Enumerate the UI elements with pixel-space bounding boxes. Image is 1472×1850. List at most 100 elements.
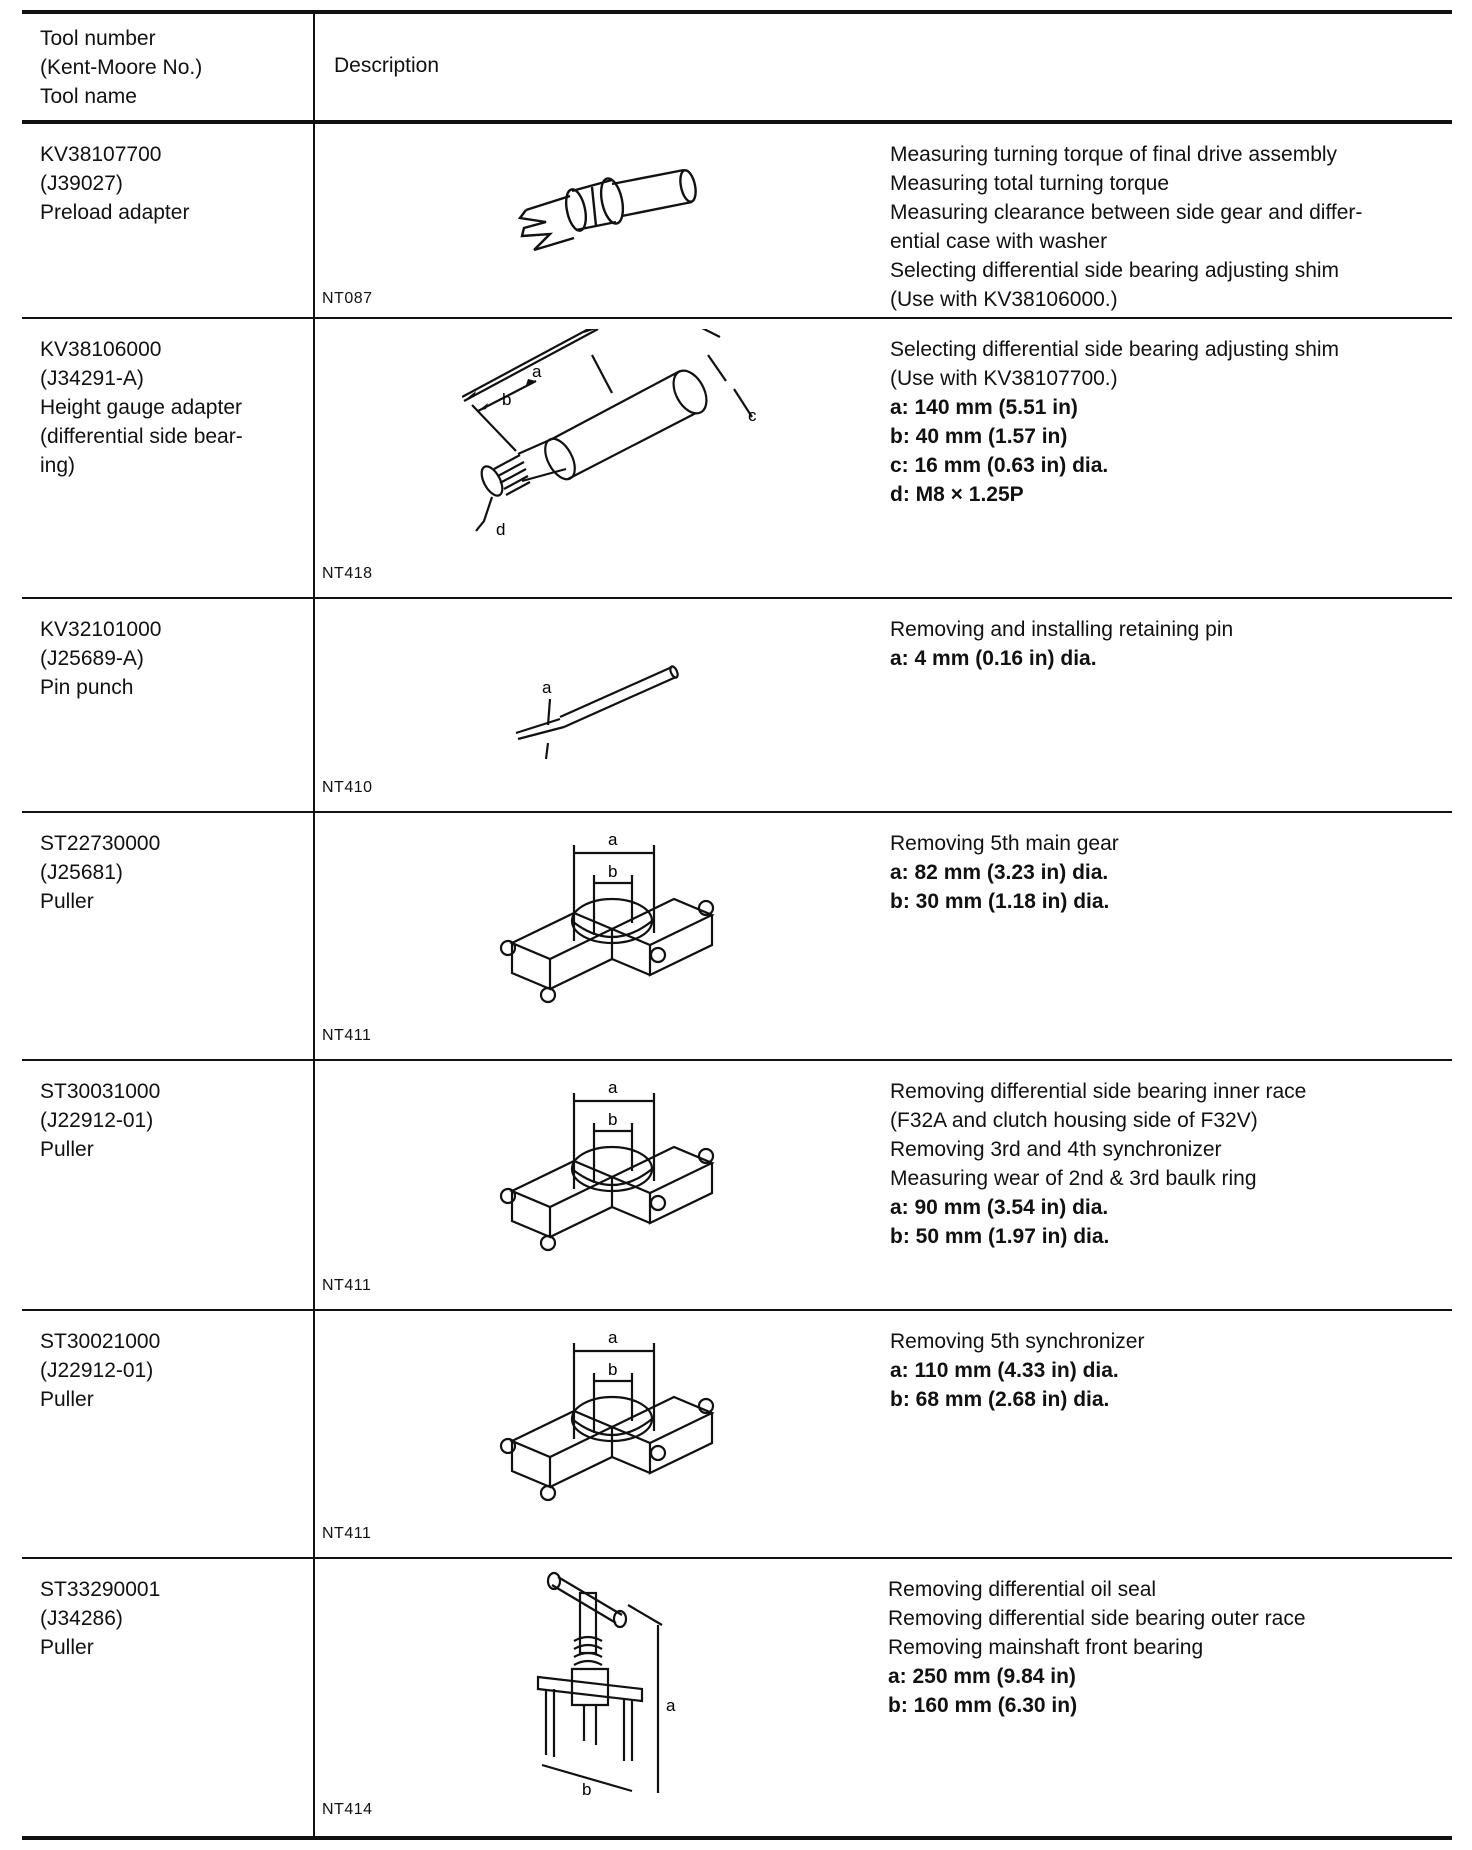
tool-number: KV32101000 [40, 618, 162, 641]
description-line: (Use with KV38106000.) [890, 288, 1118, 311]
dimension-label: b [608, 1110, 617, 1129]
tool-name: Preload adapter [40, 201, 190, 224]
table-row: ST22730000 (J25681) Puller [22, 813, 1452, 1061]
tool-description: Removing 5th synchronizer a: 110 mm (4.3… [890, 1327, 1144, 1414]
tool-number: KV38106000 [40, 338, 162, 361]
kent-moore-number: (J39027) [40, 172, 123, 195]
description-line: ential case with washer [890, 230, 1108, 253]
tool-number: ST33290001 [40, 1578, 161, 1601]
illustration-code: NT087 [322, 290, 373, 307]
row-divider [22, 1059, 1452, 1061]
tool-id-cell: ST30021000 (J22912-01) Puller [40, 1327, 160, 1414]
tool-id-cell: KV32101000 (J25689-A) Pin punch [40, 615, 161, 702]
description-line: Measuring total turning torque [890, 172, 1169, 195]
tool-description: Measuring turning torque of final drive … [890, 140, 1362, 314]
tool-number: ST30021000 [40, 1330, 161, 1353]
dimension-label: a [608, 1328, 618, 1347]
column-divider [313, 10, 315, 1840]
dimension-label: b [608, 1360, 617, 1379]
tool-description: Removing 5th main gear a: 82 mm (3.23 in… [890, 829, 1119, 916]
header-description: Description [334, 54, 440, 77]
kent-moore-number: (J34286) [40, 1607, 123, 1630]
dimension-label: d [496, 520, 505, 539]
tool-number: ST22730000 [40, 832, 161, 855]
kent-moore-number: (J22912-01) [40, 1359, 154, 1382]
table-row: ST30031000 (J22912-01) Puller [22, 1061, 1452, 1311]
spec-line: d: M8 × 1.25P [890, 483, 1024, 506]
kent-moore-number: (J25689-A) [40, 647, 144, 670]
description-line: Removing and installing retaining pin [890, 618, 1234, 641]
description-line: Removing 5th main gear [890, 832, 1119, 855]
tool-id-cell: ST22730000 (J25681) Puller [40, 829, 160, 916]
description-line: Measuring wear of 2nd & 3rd baulk ring [890, 1167, 1257, 1190]
description-line: Removing mainshaft front bearing [888, 1636, 1204, 1659]
spec-line: a: 110 mm (4.33 in) dia. [890, 1359, 1119, 1382]
description-line: Measuring turning torque of final drive … [890, 143, 1338, 166]
description-line: Removing differential oil seal [888, 1578, 1157, 1601]
row-divider [22, 1557, 1452, 1559]
preload-adapter-illustration [517, 168, 697, 252]
illustration-code: NT411 [322, 1027, 372, 1044]
dimension-label: a [608, 1078, 618, 1097]
pin-punch-illustration: a [515, 665, 679, 760]
tool-id-cell: KV38107700 (J39027) Preload adapter [40, 140, 189, 227]
description-line: Selecting differential side bearing adju… [890, 259, 1340, 282]
header-bottom-rule [22, 120, 1452, 124]
dimension-label: a [532, 362, 542, 381]
dimension-label: b [502, 390, 511, 409]
tool-number: KV38107700 [40, 143, 162, 166]
table-bottom-rule [22, 1836, 1452, 1840]
dimension-label: c [748, 406, 757, 425]
dimension-label: b [582, 1780, 591, 1795]
tool-number: ST30031000 [40, 1080, 161, 1103]
bearing-puller-illustration: a b [499, 830, 715, 1004]
spec-line: b: 68 mm (2.68 in) dia. [890, 1388, 1110, 1411]
spec-line: a: 140 mm (5.51 in) [890, 396, 1078, 419]
tool-id-cell: ST30031000 (J22912-01) Puller [40, 1077, 160, 1164]
kent-moore-number: (J34291-A) [40, 367, 144, 390]
tool-id-cell: ST33290001 (J34286) Puller [40, 1575, 160, 1662]
height-gauge-adapter-illustration: a b c d [462, 329, 757, 539]
dimension-label: a [542, 678, 552, 697]
description-line: Removing differential side bearing outer… [888, 1607, 1306, 1630]
tool-name: Puller [40, 1636, 94, 1659]
row-divider [22, 811, 1452, 813]
kent-moore-number: (J22912-01) [40, 1109, 154, 1132]
header-tool-name: Tool name [40, 85, 137, 108]
description-line: (Use with KV38107700.) [890, 367, 1118, 390]
spec-line: b: 30 mm (1.18 in) dia. [890, 890, 1110, 913]
tool-name: (differential side bear- [40, 425, 243, 448]
spec-line: b: 160 mm (6.30 in) [888, 1694, 1078, 1717]
table-row: ST30021000 (J22912-01) Puller [22, 1311, 1452, 1559]
tool-name: Pin punch [40, 676, 134, 699]
spec-line: a: 82 mm (3.23 in) dia. [890, 861, 1109, 884]
description-line: Measuring clearance between side gear an… [890, 201, 1363, 224]
header-tool-number: Tool number [40, 27, 156, 50]
description-line: Removing differential side bearing inner… [890, 1080, 1307, 1103]
bearing-puller-illustration: a b [499, 1328, 715, 1502]
spec-line: a: 4 mm (0.16 in) dia. [890, 647, 1097, 670]
description-line: Removing 3rd and 4th synchronizer [890, 1138, 1222, 1161]
row-divider [22, 1309, 1452, 1311]
table-top-rule [22, 10, 1452, 14]
dimension-label: b [608, 862, 617, 881]
illustration-code: NT410 [322, 779, 373, 796]
illustration-code: NT414 [322, 1801, 373, 1818]
tool-id-cell: KV38106000 (J34291-A) Height gauge adapt… [40, 335, 243, 480]
spec-line: b: 50 mm (1.97 in) dia. [890, 1225, 1110, 1248]
illustration-code: NT418 [322, 565, 373, 582]
tool-description: Removing differential side bearing inner… [890, 1077, 1306, 1251]
bearing-puller-illustration: a b [499, 1078, 715, 1252]
tool-name: Puller [40, 1388, 94, 1411]
gear-puller-illustration: a b [536, 1571, 676, 1795]
spec-line: a: 90 mm (3.54 in) dia. [890, 1196, 1109, 1219]
table-row: KV38106000 (J34291-A) Height gauge adapt… [22, 319, 1452, 599]
illustration-code: NT411 [322, 1525, 372, 1542]
description-line: Removing 5th synchronizer [890, 1330, 1145, 1353]
tool-description: Selecting differential side bearing adju… [890, 335, 1339, 509]
illustration-code: NT411 [322, 1277, 372, 1294]
tool-description: Removing and installing retaining pin a:… [890, 615, 1233, 673]
dimension-label: a [666, 1696, 676, 1715]
spec-line: c: 16 mm (0.63 in) dia. [890, 454, 1109, 477]
header-kent-moore: (Kent-Moore No.) [40, 56, 203, 79]
